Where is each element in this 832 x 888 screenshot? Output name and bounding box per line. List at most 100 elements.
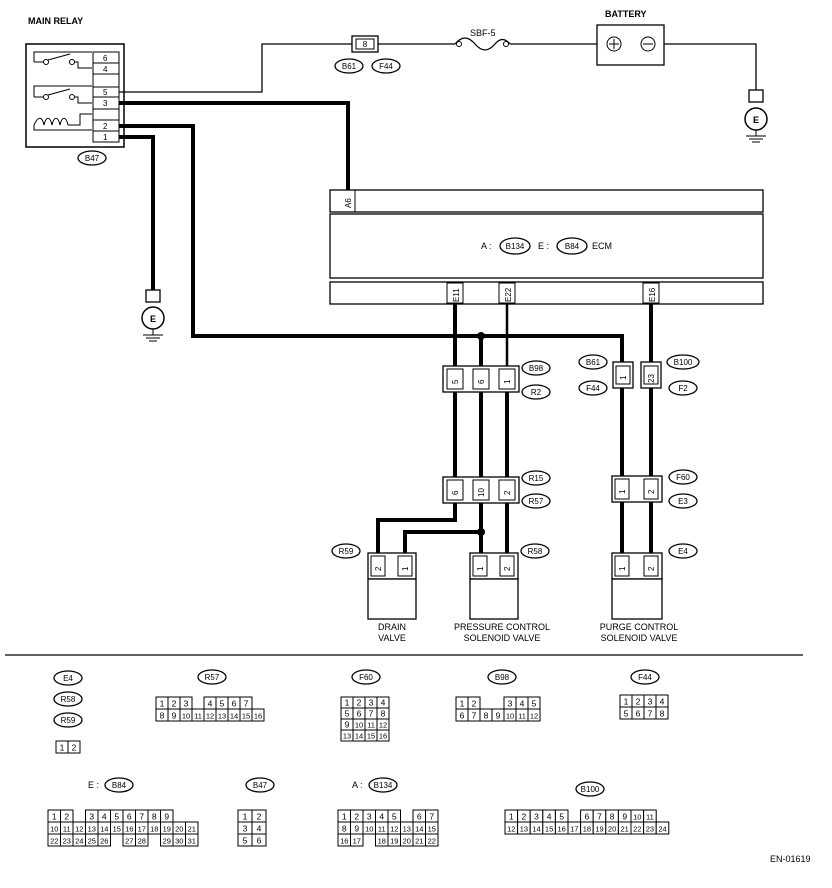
svg-text:B100: B100 bbox=[581, 785, 600, 794]
connector-B100: 23 bbox=[640, 361, 662, 389]
connector-tag-R2: R2 bbox=[521, 384, 551, 400]
legend-pin: 8 bbox=[342, 824, 347, 834]
legend-pin: 15 bbox=[545, 825, 553, 834]
legend-pin: 12 bbox=[206, 712, 214, 721]
battery-label: BATTERY bbox=[605, 9, 647, 19]
connector-tag-B61-mid: B61 bbox=[578, 354, 608, 370]
legend-pin: 6 bbox=[127, 812, 132, 822]
ground-icon-relay: E bbox=[141, 289, 165, 342]
svg-text:B61: B61 bbox=[342, 62, 357, 71]
legend-pin: 3 bbox=[648, 697, 653, 707]
legend-pin: 15 bbox=[113, 825, 121, 834]
legend-pin: 4 bbox=[547, 812, 552, 822]
legend-pin: 11 bbox=[194, 712, 202, 721]
legend-pin: 5 bbox=[559, 812, 564, 822]
legend-pin: 25 bbox=[88, 837, 96, 846]
legend-pin: 23 bbox=[63, 837, 71, 846]
legend-pin: 14 bbox=[230, 712, 238, 721]
legend-pin: 17 bbox=[138, 825, 146, 834]
purge-valve-label-2: SOLENOID VALVE bbox=[601, 633, 678, 643]
legend-pin: 8 bbox=[484, 711, 489, 721]
legend-pin: 12 bbox=[75, 825, 83, 834]
fuse-terminal-right bbox=[503, 41, 509, 47]
legend-pin: 17 bbox=[353, 837, 361, 846]
ecm-prefix-a: A : bbox=[481, 241, 492, 251]
legend-pin: 3 bbox=[89, 812, 94, 822]
connector-tag-R58: R58 bbox=[520, 543, 550, 559]
legend-pin: 2 bbox=[172, 699, 177, 709]
pressure-control-valve: 1 2 bbox=[469, 552, 519, 620]
legend-pin: 6 bbox=[357, 709, 362, 719]
legend-pin: 14 bbox=[532, 825, 540, 834]
legend-tag-F44: F44 bbox=[630, 669, 660, 685]
legend-tag-B47: B47 bbox=[245, 777, 275, 793]
legend-pin: 31 bbox=[188, 837, 196, 846]
svg-text:8: 8 bbox=[363, 40, 368, 49]
legend-pin: 12 bbox=[390, 825, 398, 834]
legend-pin: 14 bbox=[100, 825, 108, 834]
svg-text:23: 23 bbox=[647, 374, 656, 383]
svg-text:6: 6 bbox=[477, 379, 486, 384]
relay-pin-2: 2 bbox=[103, 122, 108, 131]
legend-pin: 10 bbox=[355, 721, 363, 730]
legend-pin: 2 bbox=[72, 743, 77, 753]
legend-pin: 2 bbox=[257, 812, 262, 822]
fuse-symbol bbox=[454, 37, 511, 51]
svg-text:1: 1 bbox=[476, 566, 485, 571]
connector-tag-B134: B134 bbox=[499, 237, 531, 255]
legend-pin: 1 bbox=[624, 697, 629, 707]
svg-text:2: 2 bbox=[503, 566, 512, 571]
legend-pin: 10 bbox=[506, 712, 514, 721]
main-relay: 6 4 5 3 2 1 bbox=[25, 43, 125, 148]
svg-text:R57: R57 bbox=[205, 673, 220, 682]
pressure-valve-label-1: PRESSURE CONTROL bbox=[454, 622, 550, 632]
legend-pin: 4 bbox=[520, 699, 525, 709]
svg-text:2: 2 bbox=[374, 566, 383, 571]
legend-pin: 23 bbox=[646, 825, 654, 834]
splice-point-bottom bbox=[477, 528, 485, 536]
legend-pin: 2 bbox=[522, 812, 527, 822]
legend-pin: 3 bbox=[369, 698, 374, 708]
svg-text:A :: A : bbox=[352, 780, 363, 790]
legend-pin: 6 bbox=[585, 812, 590, 822]
svg-text:5: 5 bbox=[451, 379, 460, 384]
legend-pin: 20 bbox=[175, 825, 183, 834]
legend-pin: 14 bbox=[355, 732, 363, 741]
legend-pin: 5 bbox=[532, 699, 537, 709]
legend-pin: 13 bbox=[403, 825, 411, 834]
connector-tag-E3: E3 bbox=[668, 493, 698, 509]
legend-pin: 4 bbox=[208, 699, 213, 709]
legend-pin: 19 bbox=[163, 825, 171, 834]
legend-pin: 4 bbox=[257, 824, 262, 834]
legend-pin: 2 bbox=[472, 699, 477, 709]
legend-pin: 12 bbox=[530, 712, 538, 721]
legend-pin: 18 bbox=[583, 825, 591, 834]
legend-pin: 26 bbox=[100, 837, 108, 846]
legend-tag-B84: B84 bbox=[104, 777, 134, 793]
ecm-prefix-e: E : bbox=[538, 241, 549, 251]
legend-pin: 6 bbox=[232, 699, 237, 709]
legend-pin: 10 bbox=[633, 813, 641, 822]
svg-text:E4: E4 bbox=[63, 674, 73, 683]
svg-text:E: E bbox=[753, 115, 759, 125]
legend-pin: 11 bbox=[378, 825, 386, 834]
legend-pin: 9 bbox=[496, 711, 501, 721]
legend-pin: 11 bbox=[63, 825, 71, 834]
legend-pin: 5 bbox=[243, 836, 248, 846]
connector-B61: 1 bbox=[612, 361, 634, 389]
legend-pin: 20 bbox=[608, 825, 616, 834]
svg-text:R15: R15 bbox=[529, 474, 544, 483]
legend-pin: 15 bbox=[367, 732, 375, 741]
legend-pin: 1 bbox=[342, 812, 347, 822]
legend-pin: 10 bbox=[50, 825, 58, 834]
connector-tag-R15: R15 bbox=[521, 470, 551, 486]
legend-tag-R59: R59 bbox=[53, 712, 83, 728]
connector-B98: 5 6 1 bbox=[442, 365, 520, 393]
legend-pin: 3 bbox=[508, 699, 513, 709]
